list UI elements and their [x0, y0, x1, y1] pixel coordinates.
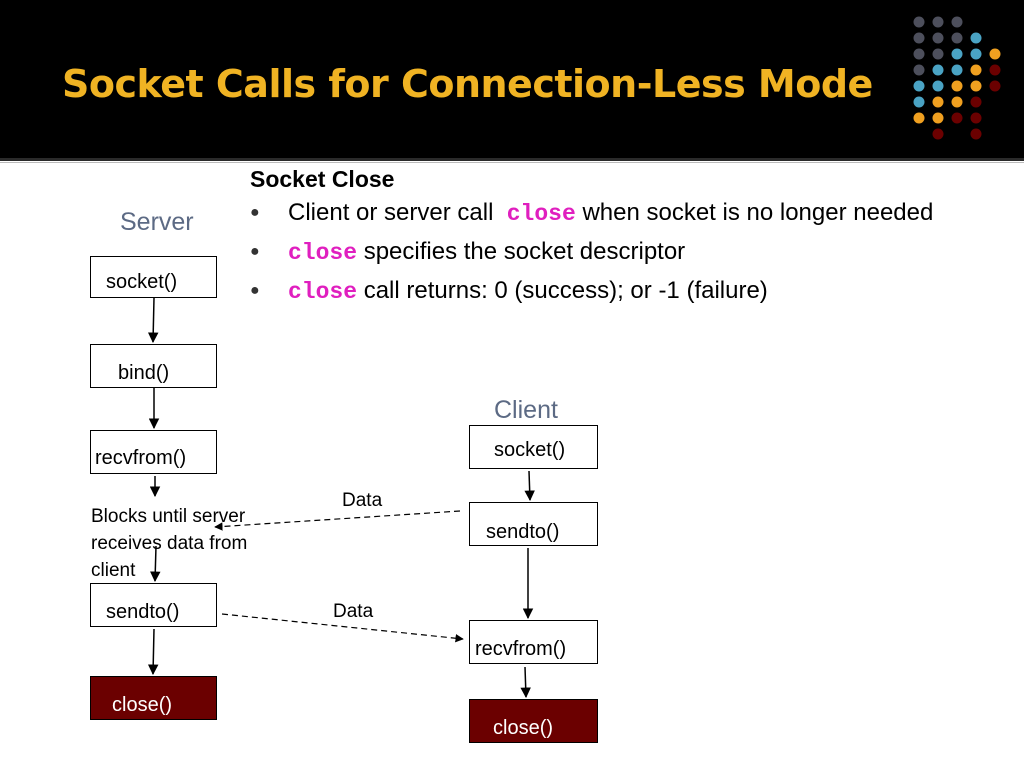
server-bind-box: bind(): [90, 344, 217, 388]
content-panel: Socket Close Client or server call close…: [250, 166, 990, 314]
client-recvfrom-to-close-arrow: [520, 666, 531, 699]
data-message-label: Data: [333, 601, 374, 622]
server-step-label: bind(): [118, 362, 170, 384]
client-socket-box: socket(): [469, 425, 598, 469]
client-close-box: close(): [469, 699, 598, 743]
client-step-label: socket(): [494, 439, 566, 461]
client-socket-to-sendto-arrow: [524, 470, 535, 502]
server-blocking-note: Blocks until server receives data from c…: [91, 506, 248, 581]
server-wait-to-sendto-arrow: [150, 545, 161, 583]
client-recvfrom-box: recvfrom(): [469, 620, 598, 664]
client-step-label: recvfrom(): [475, 638, 567, 660]
bullet-text: specifies the socket descriptor: [363, 238, 686, 265]
bullet-text: Client or server call: [288, 199, 494, 226]
server-sendto-box: sendto(): [90, 583, 217, 627]
server-close-box: close(): [90, 676, 217, 720]
client-column-label: Client: [494, 396, 558, 424]
server-socket-box: socket(): [90, 256, 217, 298]
server-step-label: recvfrom(): [95, 447, 187, 469]
client-sendto-box: sendto(): [469, 502, 598, 546]
server-column-label: Server: [120, 208, 194, 236]
server-recvfrom-box: recvfrom(): [90, 430, 217, 474]
client-step-label: sendto(): [486, 521, 560, 543]
bullet-item: Client or server call close when socket …: [250, 197, 990, 230]
server-to-client-data-arrow: [221, 613, 464, 643]
server-step-label: sendto(): [106, 601, 180, 623]
title-divider-thin: [0, 162, 1024, 163]
server-sendto-to-close-arrow: [147, 628, 159, 676]
bullet-text: when socket is no longer needed: [582, 199, 934, 226]
title-divider: [0, 158, 1024, 161]
client-step-label: close(): [493, 717, 554, 739]
section-heading: Socket Close: [250, 166, 395, 192]
bullet-item: close call returns: 0 (success); or -1 (…: [250, 275, 990, 308]
code-keyword: close: [288, 279, 358, 305]
client-to-server-data-arrow: [214, 510, 461, 531]
code-keyword: close: [288, 240, 358, 266]
decorative-dot-grid: [913, 16, 1001, 140]
data-message-label: Data: [342, 490, 383, 511]
dot-grid-dots: [913, 16, 1001, 140]
bullet-text: call returns: 0 (success); or -1 (failur…: [363, 277, 768, 304]
code-keyword: close: [506, 201, 576, 227]
server-step-label: socket(): [106, 271, 178, 293]
bullet-list: Client or server call close when socket …: [250, 197, 990, 308]
slide-title: Socket Calls for Connection-Less Mode: [62, 62, 873, 106]
title-bar: [0, 0, 1024, 158]
server-socket-to-bind-arrow: [147, 297, 159, 344]
server-step-label: close(): [112, 694, 173, 716]
bullet-item: close specifies the socket descriptor: [250, 236, 990, 269]
